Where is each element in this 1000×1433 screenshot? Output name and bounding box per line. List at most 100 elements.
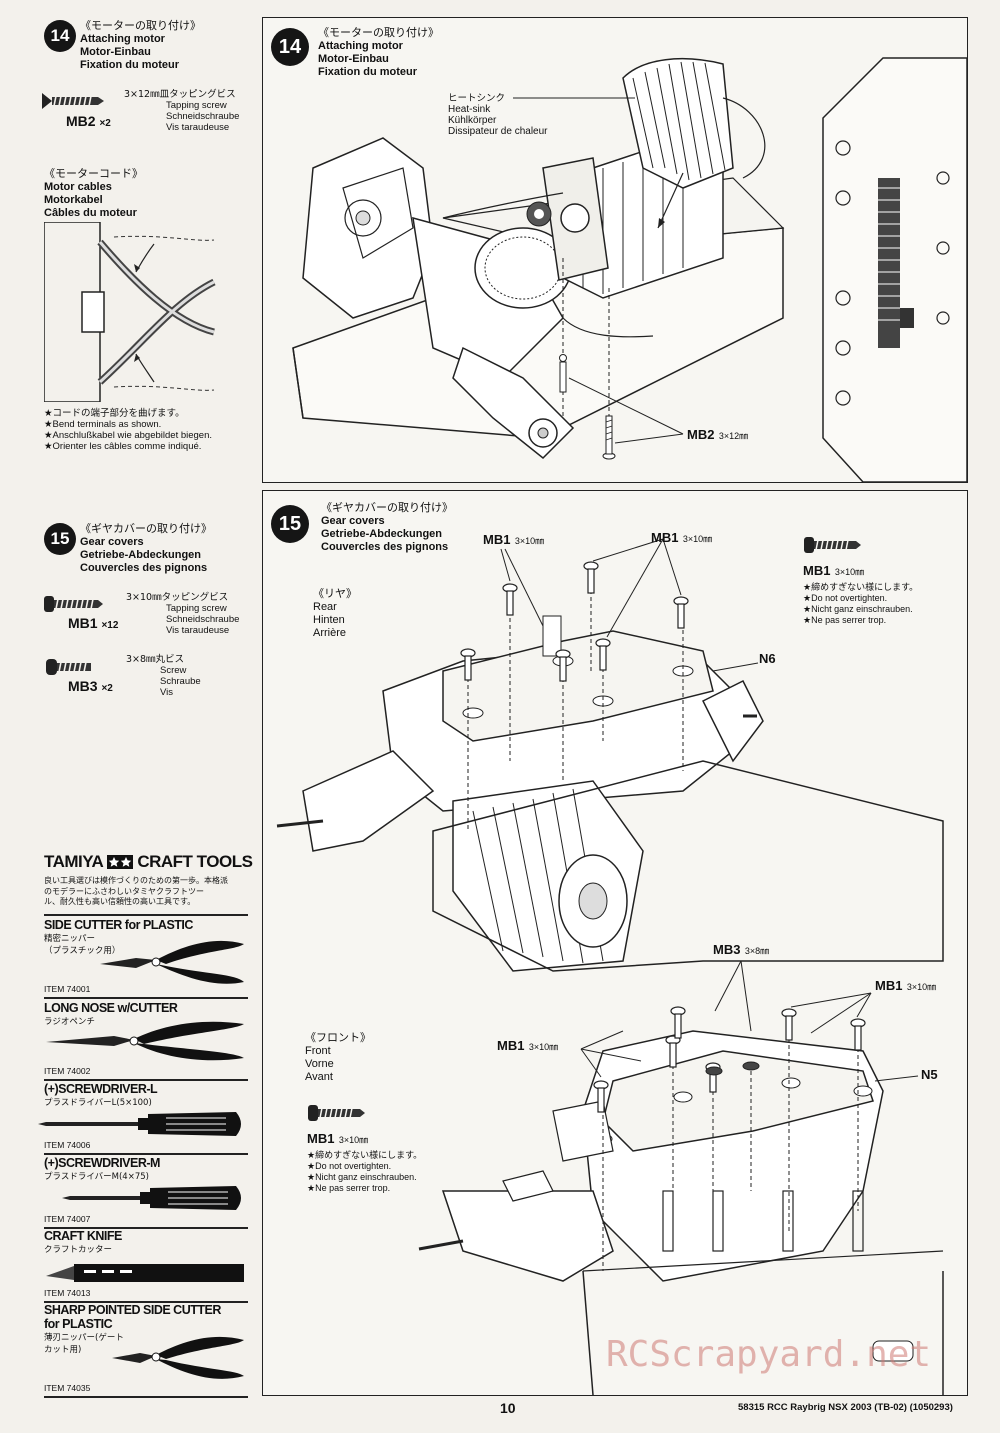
mb3-code-text: MB3: [68, 678, 98, 694]
caution-front-code: MB1: [307, 1131, 335, 1146]
motor-cables-diagram: [43, 221, 248, 407]
step-14-main-title-jp: 《モーターの取り付け》: [318, 26, 439, 39]
motor-cables-line: Motor cables: [44, 181, 112, 193]
caution-front-size: 3×10㎜: [338, 1135, 369, 1145]
step-15-left-line: Gear covers: [80, 536, 144, 548]
tool-screwdriver-m: (+)SCREWDRIVER-M プラスドライバーM(4×75): [44, 1156, 248, 1182]
mb2-callout-code: MB2: [687, 427, 715, 442]
tamiya-brand: TAMIYA: [44, 852, 104, 871]
mb1-callout-size: 3×10㎜: [682, 534, 713, 544]
mb2-screw-right-icon: [602, 415, 616, 460]
caution-front-line: ★Nicht ganz einschrauben.: [307, 1172, 417, 1182]
caution-front-line: ★Ne pas serrer trop.: [307, 1183, 391, 1193]
tool-item-number: ITEM 74013: [44, 1288, 91, 1298]
mb1-qty: ×12: [101, 620, 119, 631]
cables-notes: ★コードの端子部分を曲げます。 ★Bend terminals as shown…: [44, 405, 212, 452]
tool-jp: 精密ニッパー: [44, 934, 96, 944]
mb2-desc: 3×12㎜皿タッピングビス Tapping screw Schneidschra…: [124, 86, 239, 133]
tool-craft-knife: CRAFT KNIFE クラフトカッター: [44, 1229, 248, 1255]
heatsink-label-line: Dissipateur de chaleur: [448, 126, 548, 137]
mb1-callout-code: MB1: [875, 978, 903, 993]
motor-cables-heading: 《モーターコード》 Motor cables Motorkabel Câbles…: [44, 165, 143, 220]
heatsink-label-line: Kühlkörper: [448, 115, 497, 126]
step-14-left-line: Fixation du moteur: [80, 59, 179, 71]
tool-item-number: ITEM 74007: [44, 1214, 91, 1224]
cables-note: ★Orienter les câbles comme indiqué.: [44, 441, 202, 452]
craft-tools-intro-line: のモデラーにふさわしいタミヤクラフトツー: [44, 886, 204, 896]
caution-rear-jp: ★締めすぎない様にします。: [803, 583, 919, 593]
mb1-screw-icon: [804, 537, 861, 553]
mb2-callout-size: 3×12㎜: [718, 431, 749, 441]
tool-side-cutter: SIDE CUTTER for PLASTIC 精密ニッパー （プラスチック用）: [44, 918, 248, 956]
mb1-code: MB1 ×12: [68, 615, 118, 631]
footer-code-title: 58315 RCC Raybrig NSX 2003 (TB-02) (1050…: [738, 1402, 953, 1413]
tool-long-nose: LONG NOSE w/CUTTER ラジオペンチ: [44, 1001, 248, 1027]
watermark: RCScrapyard.net: [606, 1334, 932, 1375]
mb3-callout-front: MB3 3×8㎜: [713, 941, 769, 959]
step-15-left-title-jp: 《ギヤカバーの取り付け》: [80, 522, 212, 535]
rear-label-line: Hinten: [313, 614, 345, 626]
step-14-left-title-jp: 《モーターの取り付け》: [80, 19, 201, 32]
step-14-main-title: 《モーターの取り付け》 Attaching motor Motor-Einbau…: [318, 24, 439, 79]
mb3-callout-code: MB3: [713, 942, 741, 957]
step-14-number: 14: [44, 20, 76, 52]
step-15-left-line: Getriebe-Abdeckungen: [80, 549, 202, 561]
screwdriver-m-icon: [60, 1180, 248, 1221]
mb3-desc: 3×8㎜丸ビス Screw Schraube Vis: [126, 651, 201, 698]
cables-note-jp: ★コードの端子部分を曲げます。: [44, 408, 185, 419]
tool-name-line-2: for PLASTIC: [44, 1317, 113, 1331]
step-15-main-line: Getriebe-Abdeckungen: [321, 528, 443, 540]
heatsink-label-line: Heat-sink: [448, 104, 491, 115]
step-14-main-line: Motor-Einbau: [318, 53, 389, 65]
step-14-left-line: Motor-Einbau: [80, 46, 151, 58]
page-number: 10: [500, 1400, 516, 1416]
craft-tools-brand: CRAFT TOOLS: [137, 852, 253, 871]
tool-jp: （プラスチック用）: [44, 946, 121, 956]
step-14-panel: 14 《モーターの取り付け》 Attaching motor Motor-Ein…: [262, 17, 968, 483]
tool-divider: [44, 997, 248, 999]
mb1-screw-icon: [308, 1105, 365, 1121]
mb1-desc-line: Vis taraudeuse: [166, 625, 230, 636]
tool-divider: [44, 1153, 248, 1155]
step-15-main-line: Gear covers: [321, 515, 385, 527]
motor-cables-title-jp: 《モーターコード》: [44, 167, 143, 180]
step-15-main-title: 《ギヤカバーの取り付け》 Gear covers Getriebe-Abdeck…: [321, 499, 453, 554]
mb3-qty: ×2: [101, 683, 113, 694]
step-15-main-title-jp: 《ギヤカバーの取り付け》: [321, 501, 453, 514]
mb3-screw-icon: [44, 656, 96, 683]
mb2-desc-line: Schneidschraube: [166, 111, 240, 122]
step-15-number: 15: [44, 523, 76, 555]
caution-front-jp: ★締めすぎない様にします。: [307, 1151, 423, 1161]
step-15-left-title: 《ギヤカバーの取り付け》 Gear covers Getriebe-Abdeck…: [80, 520, 212, 575]
mb1-callout-size: 3×10㎜: [514, 536, 545, 546]
mb2-screw-left-icon: [559, 354, 567, 393]
step-14-main-line: Attaching motor: [318, 40, 403, 52]
tool-name: SHARP POINTED SIDE CUTTER: [44, 1303, 221, 1317]
step-14-main-number: 14: [271, 28, 309, 66]
front-label: 《フロント》 Front Vorne Avant: [305, 1029, 371, 1084]
tool-item-number: ITEM 74002: [44, 1066, 91, 1076]
front-label-line: Vorne: [305, 1058, 334, 1070]
craft-tools-header: TAMIYA CRAFT TOOLS: [44, 852, 253, 872]
caution-rear-line: ★Ne pas serrer trop.: [803, 615, 887, 625]
mb2-callout: MB2 3×12㎜: [687, 426, 748, 444]
tool-jp: ラジオペンチ: [44, 1017, 95, 1027]
tool-jp: プラスドライバーM(4×75): [44, 1172, 149, 1182]
mb1-callout-front-right: MB1 3×10㎜: [875, 977, 936, 995]
mb1-screw-icon: [42, 593, 104, 620]
tool-name: SIDE CUTTER for PLASTIC: [44, 918, 193, 932]
mb3-size-jp: 3×8㎜丸ビス: [126, 654, 185, 665]
tool-name: (+)SCREWDRIVER-M: [44, 1156, 160, 1170]
front-label-jp: 《フロント》: [305, 1031, 371, 1044]
step-15-left-line: Couvercles des pignons: [80, 562, 208, 574]
mb1-callout-code: MB1: [651, 530, 679, 545]
n6-label: N6: [759, 651, 776, 666]
tool-jp: カット用): [44, 1345, 82, 1355]
gear-cover-illustration: [276, 538, 944, 1395]
cables-note: ★Anschlußkabel wie abgebildet biegen.: [44, 430, 213, 441]
footer-code: 58315: [738, 1402, 765, 1413]
n5-label: N5: [921, 1067, 938, 1082]
step-14-left-line: Attaching motor: [80, 33, 165, 45]
caution-rear-line: ★Nicht ganz einschrauben.: [803, 604, 913, 614]
tool-name: (+)SCREWDRIVER-L: [44, 1082, 158, 1096]
